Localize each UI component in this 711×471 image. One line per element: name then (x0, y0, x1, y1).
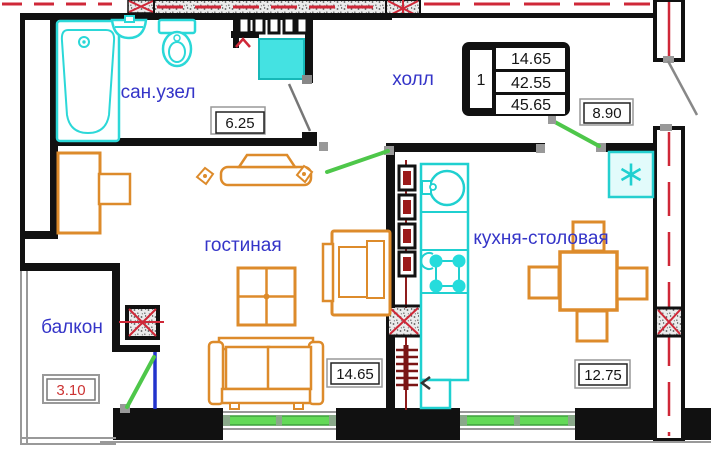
stove-burners (420, 252, 466, 293)
desk-chair (97, 172, 132, 206)
area-value-bathroom: 6.25 (225, 115, 254, 132)
area-box-bathroom: 6.25 (210, 106, 266, 135)
stamp-number: 1 (477, 72, 486, 89)
vent-snowflake (607, 150, 655, 199)
area-value-living: 14.65 (336, 366, 374, 383)
area-value-kitchen: 12.75 (584, 367, 622, 384)
area-box-kitchen: 12.75 (574, 359, 631, 389)
coffee-table (236, 266, 297, 327)
dining-chair (527, 265, 561, 300)
socket-mark-icon (419, 376, 431, 390)
room-label-hall: холл (392, 69, 434, 90)
hall-closet-comb (231, 13, 309, 48)
area-box-living: 14.65 (326, 358, 383, 388)
tv-stand (195, 153, 314, 187)
area-stamp: 1 14.65 42.55 45.65 (462, 42, 570, 116)
kitchen-counter (419, 162, 470, 410)
area-value-hall: 8.90 (592, 105, 621, 122)
kitchen-window (460, 411, 575, 430)
stamp-row-3: 45.65 (511, 97, 551, 114)
balcony-door (120, 352, 157, 413)
room-label-bathroom: сан.узел (121, 82, 196, 103)
bathtub (55, 19, 121, 143)
living-room-window (223, 411, 336, 430)
area-value-balcony: 3.10 (56, 382, 85, 399)
balcony-column (119, 305, 164, 340)
kitchen-door (536, 116, 606, 153)
entrance-door (663, 56, 699, 116)
room-label-kitchen: кухня-столовая (473, 228, 608, 249)
armchair (321, 229, 392, 317)
dining-chair (575, 309, 609, 343)
desk (56, 151, 132, 235)
door-jamb (660, 124, 672, 131)
bathroom-door (287, 75, 312, 132)
dining-chair (571, 220, 606, 253)
north-arrow-icon (235, 37, 251, 48)
dining-chair (615, 266, 649, 301)
balcony-glazing (20, 271, 711, 445)
bathroom-sink (110, 15, 148, 40)
stamp-row-1: 14.65 (511, 51, 551, 68)
walls (20, 13, 711, 440)
stamp-row-2: 42.55 (511, 75, 551, 92)
area-box-hall: 8.90 (579, 98, 634, 126)
right-outer-wall (653, 0, 685, 442)
dining-table-set (527, 220, 649, 343)
snowflake-icon (620, 163, 642, 186)
area-box-balcony: 3.10 (42, 374, 100, 404)
toilet (157, 18, 197, 68)
room-label-living: гостиная (204, 235, 281, 256)
sofa (207, 336, 325, 410)
room-label-balcony: балкон (41, 317, 103, 338)
living-room-door (319, 142, 394, 174)
radiator (396, 345, 418, 390)
shower-tray (258, 38, 305, 80)
